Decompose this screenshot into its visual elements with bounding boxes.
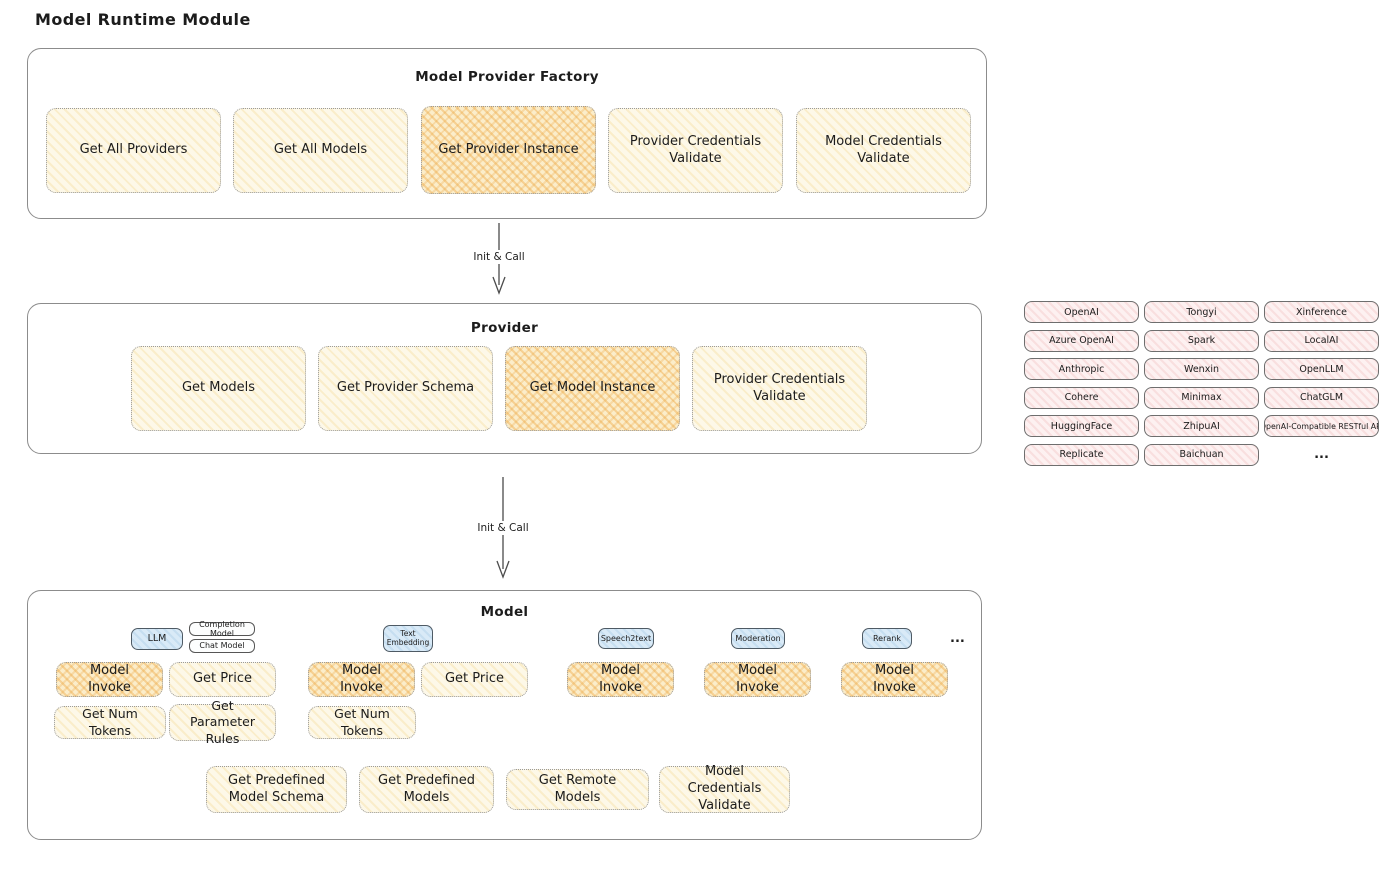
provider-chip: Azure OpenAI [1024, 329, 1139, 352]
provider-chip: Cohere [1024, 386, 1139, 409]
provider-chip: HuggingFace [1024, 415, 1139, 437]
tab-moderation: Moderation [731, 628, 785, 649]
tabs-ellipsis: ... [950, 631, 965, 646]
provider-chip: Minimax [1144, 386, 1259, 409]
node-get-provider-instance: Get Provider Instance [421, 106, 596, 194]
node-model-credentials-validate-2: Model Credentials Validate [659, 764, 790, 813]
provider-chip: OpenAI-Compatible RESTful API [1264, 415, 1379, 437]
node-provider-credentials-validate: Provider Credentials Validate [608, 108, 783, 193]
node-get-predefined-models: Get Predefined Models [359, 766, 494, 813]
provider-chip: Replicate [1024, 443, 1139, 466]
provider-chip: Anthropic [1024, 358, 1139, 380]
model-title: Model [480, 604, 529, 620]
node-get-all-providers: Get All Providers [46, 108, 221, 193]
page-title: Model Runtime Module [35, 10, 251, 29]
provider-chip: OpenLLM [1264, 358, 1379, 380]
arrow-label-init-call-1: Init & Call [469, 250, 529, 264]
node-get-num-tokens-llm: Get Num Tokens [54, 706, 166, 739]
provider-chip: Tongyi [1144, 301, 1259, 323]
node-model-invoke-llm: Model Invoke [56, 662, 163, 697]
provider-title: Provider [470, 320, 539, 336]
provider-chip-grid: OpenAI Tongyi Xinference Azure OpenAI Sp… [1024, 301, 1379, 466]
provider-chip: Xinference [1264, 301, 1379, 323]
node-get-predefined-model-schema: Get Predefined Model Schema [206, 766, 347, 813]
model-box: Model LLM Completion Model Chat Model Te… [27, 590, 997, 855]
node-get-remote-models: Get Remote Models [506, 769, 649, 810]
node-get-price-llm: Get Price [169, 662, 276, 697]
tab-completion-model: Completion Model [189, 620, 255, 638]
node-model-invoke-embedding: Model Invoke [308, 662, 415, 697]
provider-chip: Baichuan [1144, 443, 1259, 466]
provider-chip: ZhipuAI [1144, 415, 1259, 437]
tab-text-embedding: Text Embedding [383, 625, 433, 652]
node-model-invoke-moderation: Model Invoke [704, 662, 811, 697]
node-get-provider-schema: Get Provider Schema [318, 346, 493, 431]
node-get-num-tokens-embedding: Get Num Tokens [308, 706, 416, 739]
model-provider-factory-box: Model Provider Factory Get All Providers… [27, 48, 987, 219]
provider-chip-ellipsis: ... [1314, 447, 1329, 462]
node-get-parameter-rules: Get Parameter Rules [169, 698, 276, 746]
node-model-invoke-speech2text: Model Invoke [567, 662, 674, 697]
node-get-price-embedding: Get Price [421, 662, 528, 697]
node-get-models: Get Models [131, 346, 306, 431]
factory-title: Model Provider Factory [415, 69, 599, 85]
provider-chip: OpenAI [1024, 301, 1139, 323]
node-provider-credentials-validate-2: Provider Credentials Validate [692, 346, 867, 431]
node-get-all-models: Get All Models [233, 108, 408, 193]
node-get-model-instance: Get Model Instance [505, 346, 680, 431]
provider-chip: ChatGLM [1264, 386, 1379, 409]
node-model-credentials-validate: Model Credentials Validate [796, 108, 971, 193]
tab-rerank: Rerank [862, 628, 912, 649]
provider-chip: Wenxin [1144, 358, 1259, 380]
arrow-label-init-call-2: Init & Call [473, 521, 533, 535]
node-model-invoke-rerank: Model Invoke [841, 662, 948, 697]
provider-chip: LocalAI [1264, 329, 1379, 352]
tab-llm: LLM [131, 628, 183, 650]
provider-box: Provider Get Models Get Provider Schema … [27, 303, 997, 469]
tab-speech2text: Speech2text [598, 628, 654, 649]
provider-chip: Spark [1144, 329, 1259, 352]
tab-chat-model: Chat Model [189, 639, 255, 653]
